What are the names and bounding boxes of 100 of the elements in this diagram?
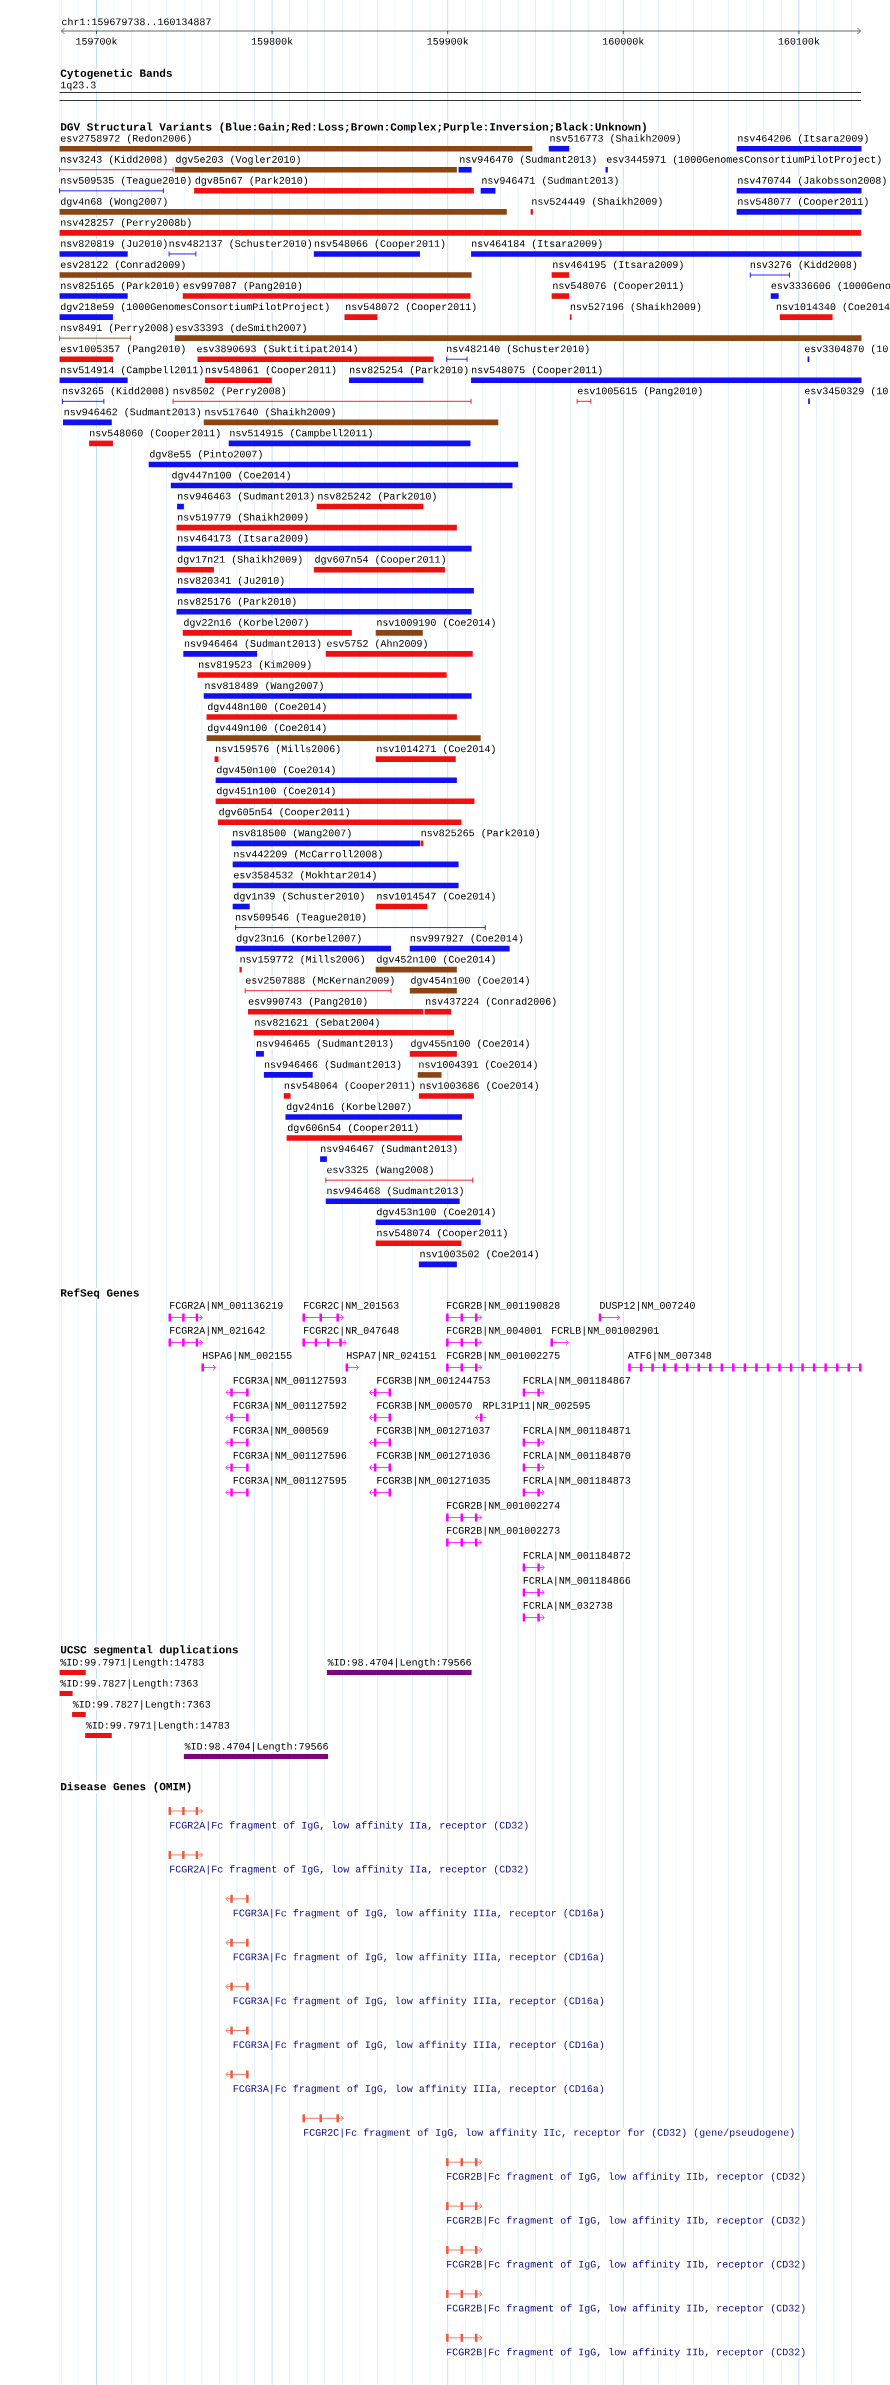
variant-label: esv2507888 (McKernan2009) <box>244 975 396 987</box>
variant-label: nsv548060 (Cooper2011) <box>88 428 222 439</box>
gene-label: ATF6|NM_007348 <box>627 1350 713 1362</box>
gene-label: HSPA6|NM_002155 <box>201 1350 293 1362</box>
disease-label: FCGR2A|Fc fragment of IgG, low affinity IIa, receptor (CD32) <box>168 1864 530 1875</box>
variant-label: esv1005357 (Pang2010) <box>59 344 187 355</box>
variant-label: nsv548064 (Cooper2011) <box>283 1081 417 1092</box>
disease-label: FCGR3A|Fc fragment of IgG, low affinity IIIa, receptor (CD16a) <box>232 2040 606 2051</box>
gene-label: FCGR3B|NM_001271036 <box>375 1450 491 1462</box>
variant-label: nsv946465 (Sudmant2013) <box>255 1039 395 1050</box>
duplication-label: %ID:99.7827|Length:7363 <box>72 1699 212 1711</box>
gene-label: FCRLA|NM_001184870 <box>522 1450 632 1462</box>
variant-label: dgv607n54 (Cooper2011) <box>314 554 448 566</box>
gene-label: FCRLA|NM_001184873 <box>522 1475 632 1487</box>
variant-label: nsv3265 (Kidd2008) <box>61 386 171 397</box>
tick-label: 159700k <box>75 36 118 46</box>
variant-label: nsv1014271 (Coe2014) <box>375 744 497 755</box>
variant-label: nsv825265 (Park2010) <box>420 828 542 839</box>
gene-label: FCGR2B|NM_001002273 <box>445 1525 561 1537</box>
variant-label: dgv17n21 (Shaikh2009) <box>176 554 304 566</box>
variant-label: nsv548066 (Cooper2011) <box>313 239 447 250</box>
variant-label: nsv159772 (Mills2006) <box>239 954 367 966</box>
disease-label: FCGR2B|Fc fragment of IgG, low affinity IIb, receptor (CD32) <box>445 2347 807 2358</box>
gene-label: FCGR3A|NM_001127596 <box>232 1450 348 1462</box>
variant-label: dgv1n39 (Schuster2010) <box>232 891 366 902</box>
gene-label: FCGR3A|NM_001127595 <box>232 1475 348 1487</box>
gene-label: RPL31P11|NR_002595 <box>482 1400 592 1412</box>
variant-label: nsv946470 (Sudmant2013) <box>458 154 598 166</box>
gene-label: FCRLA|NM_001184872 <box>522 1550 632 1562</box>
variant-label: esv3304870 (10 <box>803 344 889 355</box>
disease-label: FCGR3A|Fc fragment of IgG, low affinity IIIa, receptor (CD16a) <box>232 1952 606 1963</box>
variant-label: nsv8502 (Perry2008) <box>172 386 288 397</box>
gene-label: FCGR2B|NM_001002275 <box>445 1350 561 1362</box>
variant-label: nsv8491 (Perry2008) <box>59 323 175 334</box>
tick-label: 160100k <box>777 36 821 46</box>
variant-label: nsv1003502 (Coe2014) <box>419 1249 541 1260</box>
gene-label: FCGR3B|NM_000570 <box>375 1400 473 1412</box>
gene-label: FCGR3B|NM_001271037 <box>375 1425 491 1437</box>
variant-label: nsv1003686 (Coe2014) <box>419 1081 541 1092</box>
gene-label: FCGR2C|NR_047648 <box>302 1325 400 1337</box>
variant-label: esv3890693 (Suktitipat2014) <box>196 344 360 355</box>
variant-label: nsv825254 (Park2010) <box>348 365 470 376</box>
variant-label: esv33393 (deSmith2007) <box>175 323 308 334</box>
disease-label: FCGR3A|Fc fragment of IgG, low affinity IIIa, receptor (CD16a) <box>232 1908 606 1919</box>
gene-label: FCRLA|NM_001184867 <box>522 1375 632 1387</box>
variant-label: nsv946463 (Sudmant2013) <box>176 491 316 502</box>
gene-label: FCRLA|NM_001184866 <box>522 1575 632 1587</box>
gene-label: DUSP12|NM_007240 <box>598 1300 696 1312</box>
tick-label: 159900k <box>426 36 470 46</box>
disease-label: FCGR2B|Fc fragment of IgG, low affinity IIb, receptor (CD32) <box>445 2171 807 2183</box>
tick-label: 160000k <box>601 36 645 46</box>
variant-label: dgv22n16 (Korbel2007) <box>182 618 310 629</box>
variant-label: esv1005615 (Pang2010) <box>576 386 704 397</box>
variant-label: nsv1014340 (Coe2014 <box>775 302 890 313</box>
variant-label: nsv1004391 (Coe2014) <box>417 1060 539 1071</box>
gene-label: FCGR3A|NM_000569 <box>232 1425 330 1437</box>
variant-label: dgv455n100 (Coe2014) <box>409 1039 531 1050</box>
variant-label: dgv4n68 (Wong2007) <box>59 197 169 208</box>
variant-label: dgv447n100 (Coe2014) <box>171 470 293 481</box>
variant-label: dgv5e203 (Vogler2010) <box>175 154 302 166</box>
variant-label: nsv1014547 (Coe2014) <box>375 891 497 902</box>
variant-label: nsv818500 (Wang2007) <box>231 828 353 839</box>
gene-label: FCGR3B|NM_001271035 <box>375 1475 491 1487</box>
variant-label: esv3584532 (Mokhtar2014) <box>232 870 378 881</box>
variant-label: dgv448n100 (Coe2014) <box>206 702 328 713</box>
variant-label: nsv3276 (Kidd2008) <box>749 260 859 271</box>
variant-label: nsv548077 (Cooper2011) <box>736 197 870 208</box>
variant-label: dgv24n16 (Korbel2007) <box>285 1102 413 1113</box>
variant-label: dgv450n100 (Coe2014) <box>215 765 337 776</box>
variant-label: dgv449n100 (Coe2014) <box>206 723 328 734</box>
duplication-label: %ID:98.4704|Length:79566 <box>327 1657 473 1669</box>
variant-label: nsv548074 (Cooper2011) <box>375 1228 509 1239</box>
variant-label: dgv85n67 (Park2010) <box>194 175 310 187</box>
variant-label: nsv527196 (Shaikh2009) <box>569 302 703 313</box>
gene-label: FCGR2A|NM_001136219 <box>168 1300 284 1312</box>
variant-label: esv3445971 (1000GenomesConsortiumPilotProject) <box>605 154 883 166</box>
variant-label: nsv516773 (Shaikh2009) <box>549 133 683 145</box>
variant-label: dgv606n54 (Cooper2011) <box>286 1123 420 1134</box>
variant-label: nsv464173 (Itsara2009) <box>176 533 310 545</box>
variant-label: nsv946471 (Sudmant2013) <box>480 175 620 187</box>
track-heading: Disease Genes (OMIM) <box>59 1781 193 1793</box>
gene-label: FCGR3A|NM_001127592 <box>232 1400 348 1412</box>
variant-label: esv3450329 (10 <box>803 386 889 397</box>
variant-label: esv3336606 (1000Geno <box>770 281 890 292</box>
variant-label: nsv464195 (Itsara2009) <box>551 260 685 271</box>
duplication-label: %ID:98.4704|Length:79566 <box>184 1741 330 1753</box>
disease-label: FCGR2B|Fc fragment of IgG, low affinity IIb, receptor (CD32) <box>445 2215 807 2227</box>
variant-label: nsv548061 (Cooper2011) <box>204 365 338 376</box>
variant-label: nsv159576 (Mills2006) <box>214 744 342 755</box>
variant-label: nsv509546 (Teague2010) <box>234 912 368 924</box>
variant-label: dgv23n16 (Korbel2007) <box>235 933 363 945</box>
duplication-label: %ID:99.7827|Length:7363 <box>59 1678 199 1690</box>
variant-label: nsv820341 (Ju2010) <box>176 575 286 587</box>
variant-label: esv5752 (Ahn2009) <box>325 639 429 650</box>
disease-label: FCGR2C|Fc fragment of IgG, low affinity IIc, receptor for (CD32) (gene/pseudogene) <box>302 2128 796 2139</box>
variant-label: dgv605n54 (Cooper2011) <box>218 807 352 818</box>
variant-label: nsv946464 (Sudmant2013) <box>183 639 323 650</box>
variant-label: nsv470744 (Jakobsson2008) <box>736 175 888 187</box>
duplication-label: %ID:99.7971|Length:14783 <box>59 1657 205 1669</box>
variant-label: esv2758972 (Redon2006) <box>59 133 193 145</box>
